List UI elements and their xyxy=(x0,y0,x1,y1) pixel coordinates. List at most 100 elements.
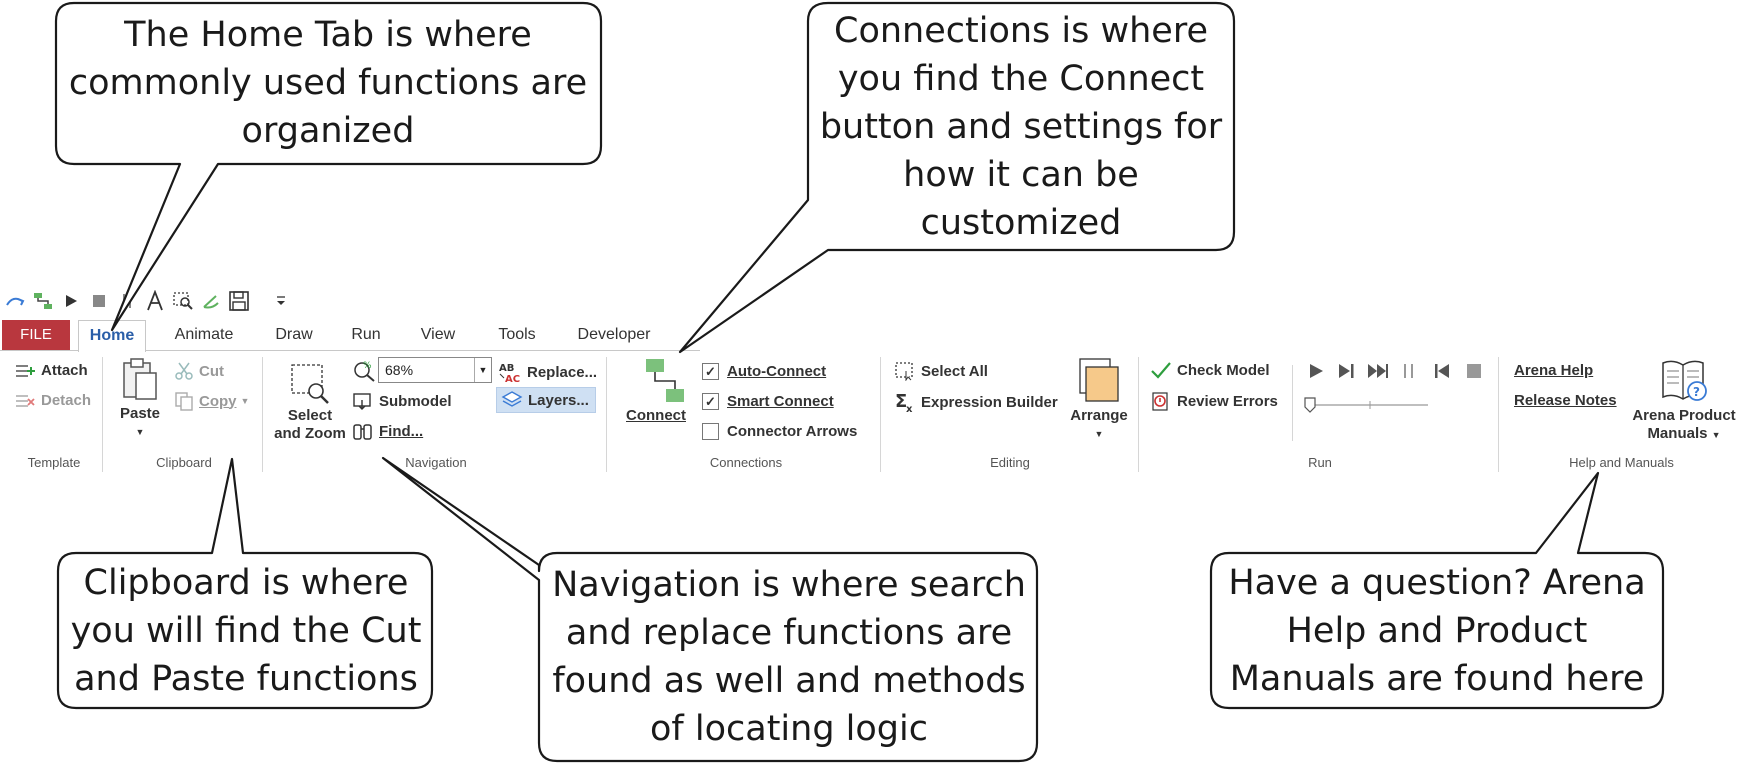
layers-icon xyxy=(501,390,523,410)
copy-dropdown-icon[interactable]: ▼ xyxy=(240,396,250,406)
detach-icon xyxy=(14,391,36,409)
play-icon[interactable] xyxy=(60,290,82,312)
text-icon[interactable] xyxy=(144,290,166,312)
connector-arrows-label: Connector Arrows xyxy=(727,423,858,440)
separator xyxy=(606,357,607,472)
zoom-dropdown-icon[interactable]: ▼ xyxy=(474,358,491,382)
auto-connect-check: ✓ xyxy=(702,363,719,380)
product-manuals-label-1: Arena Product xyxy=(1632,407,1736,424)
tab-underline xyxy=(0,350,700,351)
detach-label: Detach xyxy=(41,391,92,409)
product-manuals-dropdown-icon[interactable]: ▼ xyxy=(1711,430,1721,440)
submodel-button[interactable]: Submodel xyxy=(352,391,452,411)
connect-icon xyxy=(616,357,696,407)
layers-button[interactable]: Layers... xyxy=(496,387,596,413)
connect-button[interactable]: Connect xyxy=(616,357,696,425)
paste-button[interactable]: Paste ▼ xyxy=(110,357,170,441)
separator xyxy=(1138,357,1139,472)
group-label-run: Run xyxy=(1308,455,1332,470)
tab-view[interactable]: View xyxy=(420,326,456,343)
pause-icon[interactable] xyxy=(1400,361,1418,386)
connections-callout-text: Connections is where you find the Connec… xyxy=(819,11,1223,243)
auto-connect-checkbox[interactable]: ✓ Auto-Connect xyxy=(702,363,826,380)
arrange-button[interactable]: Arrange ▼ xyxy=(1064,357,1134,443)
check-model-button[interactable]: Check Model xyxy=(1150,361,1270,379)
review-errors-icon xyxy=(1150,391,1172,411)
smart-connect-check: ✓ xyxy=(702,393,719,410)
zoom-percent-icon: % xyxy=(352,359,376,388)
cut-button[interactable]: Cut xyxy=(174,361,224,381)
tab-run[interactable]: Run xyxy=(351,326,381,343)
arena-product-manuals-button[interactable]: ? Arena Product Manuals ▼ xyxy=(1628,357,1740,444)
connector-arrows-check xyxy=(702,423,719,440)
group-label-connections: Connections xyxy=(709,455,783,470)
pause-icon[interactable] xyxy=(116,290,138,312)
step-icon[interactable] xyxy=(1336,361,1356,386)
clipboard-callout-text: Clipboard is where you will find the Cut… xyxy=(70,563,422,699)
tab-animate[interactable]: Animate xyxy=(174,326,234,343)
separator xyxy=(1498,357,1499,472)
attach-label: Attach xyxy=(41,361,88,379)
smart-connect-checkbox[interactable]: ✓ Smart Connect xyxy=(702,393,834,410)
customize-dropdown-icon[interactable] xyxy=(270,290,292,312)
expression-builder-label: Expression Builder xyxy=(921,393,1058,411)
tab-file[interactable]: FILE xyxy=(2,320,70,350)
end-icon[interactable] xyxy=(1464,361,1484,386)
product-manuals-label-2: Manuals xyxy=(1647,425,1708,442)
svg-text:AC: AC xyxy=(505,374,520,383)
svg-text:AB: AB xyxy=(499,363,514,374)
arrange-label: Arrange xyxy=(1070,407,1128,424)
paste-dropdown-icon[interactable]: ▼ xyxy=(135,427,145,437)
save-icon[interactable] xyxy=(228,290,250,312)
tab-home[interactable]: Home xyxy=(78,320,146,352)
smart-connect-label: Smart Connect xyxy=(727,393,834,410)
find-label: Find... xyxy=(379,422,424,440)
start-over-icon[interactable] xyxy=(1432,361,1452,386)
arrange-dropdown-icon[interactable]: ▼ xyxy=(1094,429,1104,439)
fast-forward-icon[interactable] xyxy=(1366,361,1390,386)
cut-label: Cut xyxy=(199,362,224,380)
tab-developer[interactable]: Developer xyxy=(577,326,651,343)
svg-text:x: x xyxy=(906,404,913,413)
group-label-navigation: Navigation xyxy=(405,455,467,470)
connect-icon[interactable] xyxy=(32,290,54,312)
paste-label: Paste xyxy=(119,405,161,422)
detach-button[interactable]: Detach xyxy=(14,391,91,409)
select-all-button[interactable]: Select All xyxy=(894,361,988,381)
undo-icon[interactable] xyxy=(200,290,222,312)
stop-icon[interactable] xyxy=(88,290,110,312)
copy-button[interactable]: Copy ▼ xyxy=(174,391,249,411)
quick-access-toolbar xyxy=(4,288,292,314)
attach-button[interactable]: Attach xyxy=(14,361,88,379)
separator xyxy=(262,357,263,472)
go-icon[interactable] xyxy=(1306,361,1326,386)
svg-text:%: % xyxy=(363,361,372,371)
replace-label: Replace... xyxy=(527,363,598,381)
review-errors-button[interactable]: Review Errors xyxy=(1150,391,1278,411)
select-and-zoom-button[interactable]: Select and Zoom xyxy=(270,361,350,443)
tab-draw[interactable]: Draw xyxy=(275,326,313,343)
group-label-editing: Editing xyxy=(990,455,1030,470)
release-notes-button[interactable]: Release Notes xyxy=(1514,392,1617,409)
separator xyxy=(102,357,103,472)
submodel-label: Submodel xyxy=(379,392,452,410)
product-manuals-row: Manuals ▼ xyxy=(1628,425,1740,444)
speed-slider[interactable] xyxy=(1298,395,1432,415)
find-button[interactable]: Find... xyxy=(352,421,423,441)
binoculars-icon xyxy=(352,421,374,441)
navigation-callout-text: Navigation is where search and replace f… xyxy=(552,565,1026,749)
zoom-select-icon[interactable] xyxy=(172,290,194,312)
tab-tools[interactable]: Tools xyxy=(498,326,536,343)
home-callout-text: The Home Tab is where commonly used func… xyxy=(68,15,588,151)
copy-label: Copy xyxy=(199,392,237,410)
arena-help-button[interactable]: Arena Help xyxy=(1514,362,1593,379)
select-zoom-label-1: Select xyxy=(287,407,333,424)
zoom-combobox[interactable]: 68% ▼ xyxy=(378,357,492,383)
ribbon-home: Attach Detach Template Paste ▼ Cut Copy … xyxy=(0,351,1743,476)
redo-icon[interactable] xyxy=(4,290,26,312)
connector-arrows-checkbox[interactable]: Connector Arrows xyxy=(702,423,857,440)
